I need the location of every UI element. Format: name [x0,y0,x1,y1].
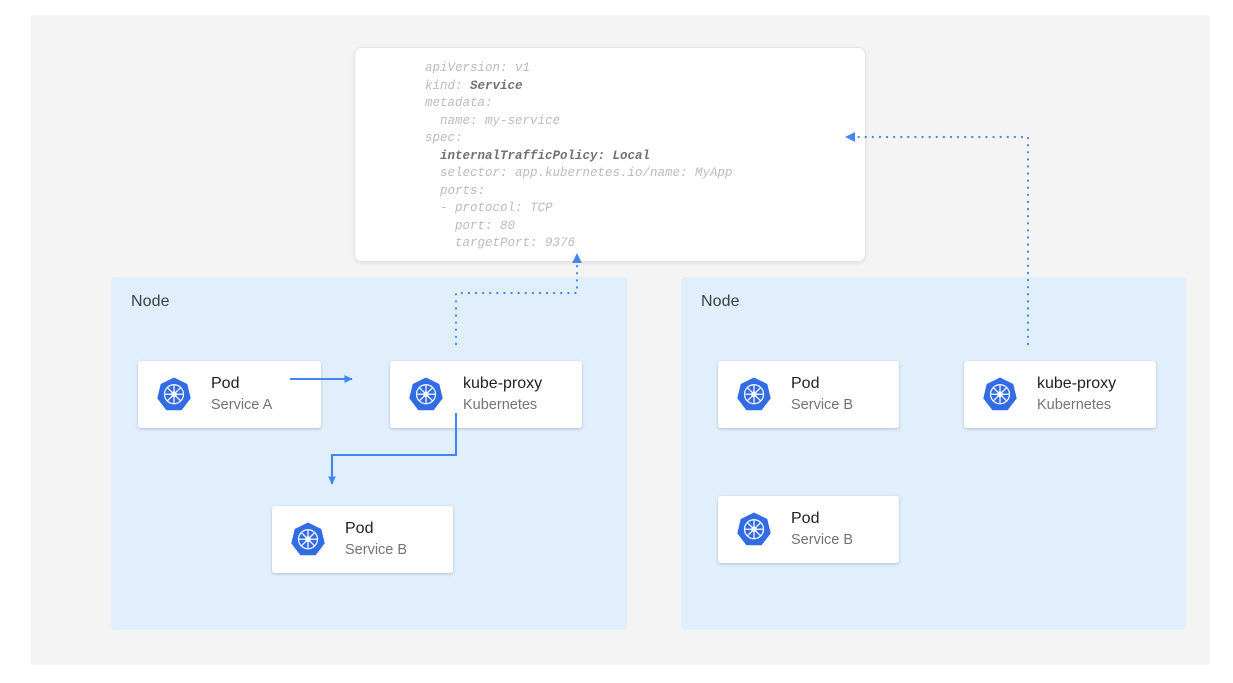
card-pod-service-b-right-top[interactable]: Pod Service B [718,361,899,428]
manifest-line: kind: Service [425,78,523,93]
card-pod-service-b-right-bottom[interactable]: Pod Service B [718,496,899,563]
card-title: Pod [211,375,240,392]
card-text: Pod Service B [791,509,853,550]
kubernetes-icon [157,377,191,410]
manifest-line: selector: app.kubernetes.io/name: MyApp [425,166,733,180]
card-text: Pod Service B [345,519,407,560]
kubernetes-icon [737,512,771,545]
kubernetes-icon [737,377,771,410]
manifest-line: name: my-service [425,113,561,128]
manifest-line: metadata: [425,96,493,110]
card-title: Pod [345,520,374,537]
card-subtitle: Kubernetes [1037,397,1112,413]
node-label: Node [701,293,740,310]
card-subtitle: Service A [211,397,273,413]
card-subtitle: Service B [345,542,408,558]
card-title: Pod [791,375,820,392]
card-kube-proxy-right[interactable]: kube-proxy Kubernetes [964,361,1156,428]
card-title: kube-proxy [1037,375,1117,392]
card-subtitle: Service B [791,397,854,413]
manifest-line: port: 80 [425,218,516,233]
manifest-line: spec: [425,131,463,145]
node-container-right: Node [681,277,1186,630]
card-pod-service-b-left[interactable]: Pod Service B [272,506,453,573]
card-text: Pod Service A [211,374,272,415]
service-manifest-code: apiVersion: v1 kind: Service metadata: nam… [425,60,733,253]
manifest-line: targetPort: 9376 [425,236,576,250]
card-text: kube-proxy Kubernetes [1037,374,1116,415]
kubernetes-icon [983,377,1017,410]
card-kube-proxy-left[interactable]: kube-proxy Kubernetes [390,361,582,428]
card-subtitle: Service B [791,532,854,548]
card-pod-service-a[interactable]: Pod Service A [138,361,321,428]
card-subtitle: Kubernetes [463,397,538,413]
card-title: kube-proxy [463,375,543,392]
node-container-left: Node [111,277,627,630]
card-title: Pod [791,510,820,527]
node-label: Node [131,293,170,310]
manifest-line: apiVersion: v1 [425,61,531,75]
kubernetes-icon [409,377,443,410]
card-text: Pod Service B [791,374,853,415]
card-text: kube-proxy Kubernetes [463,374,542,415]
manifest-line: - protocol: TCP [425,201,553,215]
kubernetes-icon [291,522,325,555]
manifest-line: internalTrafficPolicy: Local [425,148,651,163]
diagram-canvas: apiVersion: v1 kind: Service metadata: nam… [31,15,1210,665]
service-manifest-card: apiVersion: v1 kind: Service metadata: nam… [354,47,866,262]
manifest-line: ports: [425,183,486,198]
